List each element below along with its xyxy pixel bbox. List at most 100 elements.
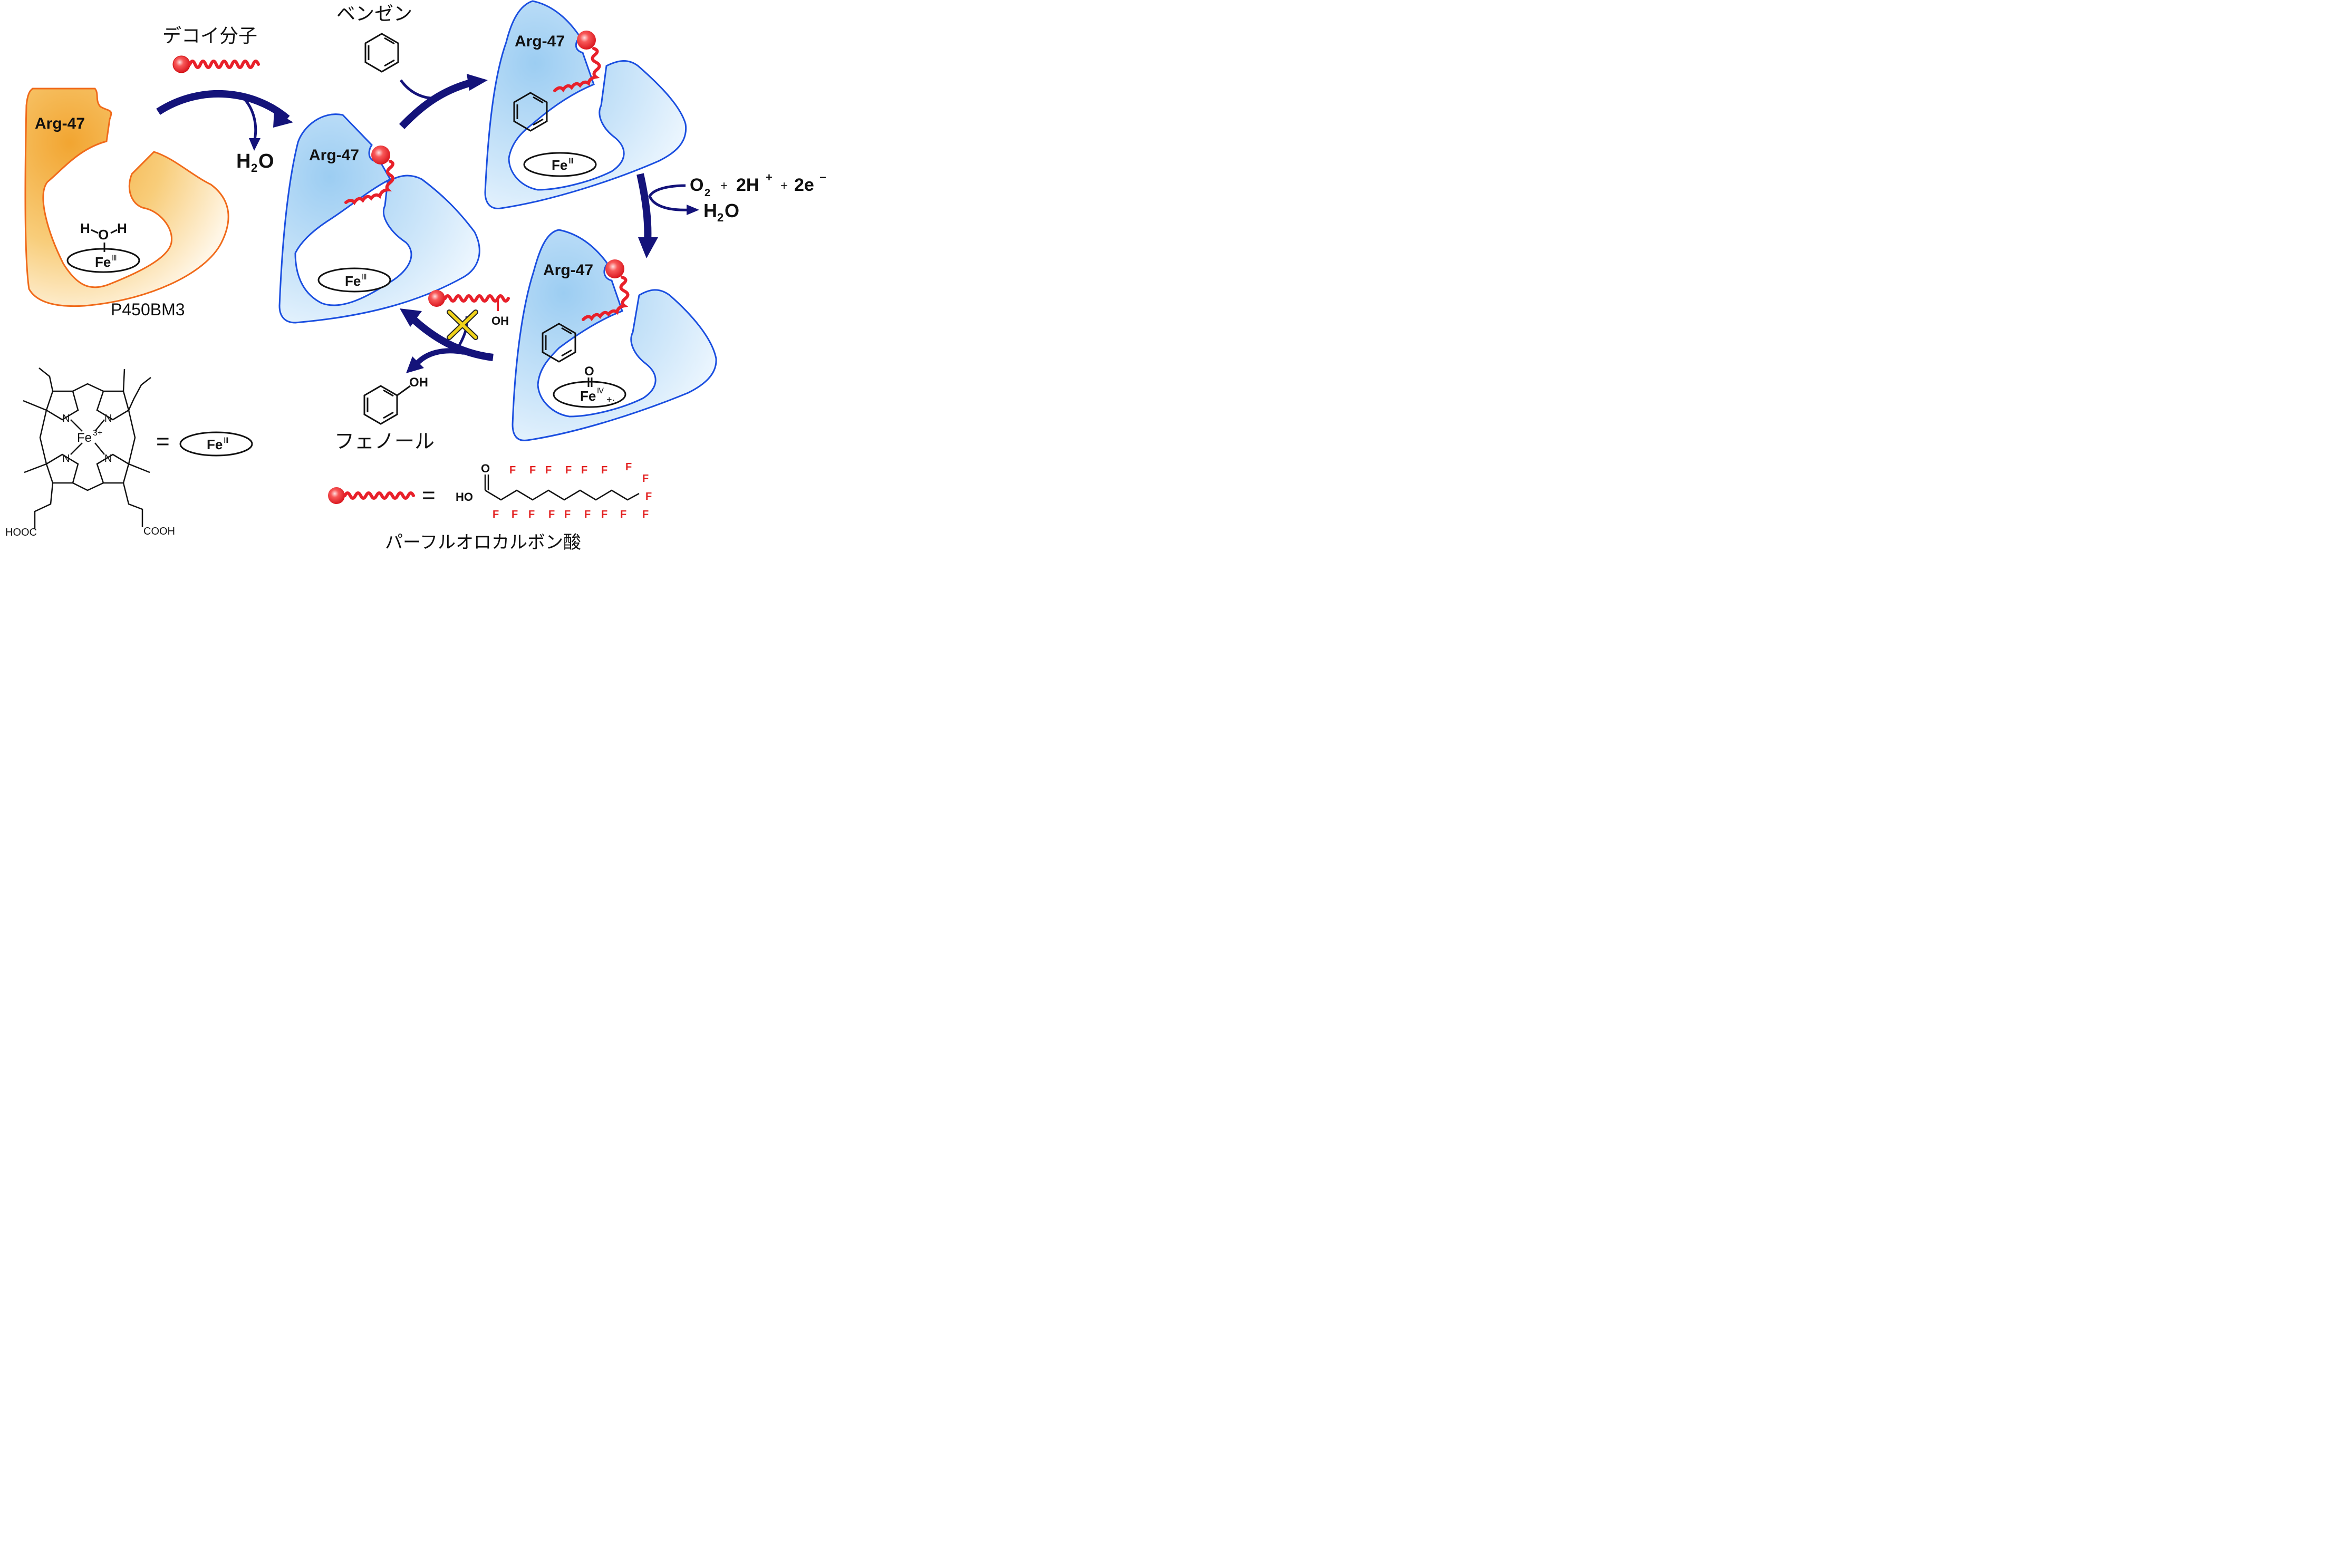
h2o-released-2-O: O [725,200,739,221]
p450bm3-shape [24,88,229,307]
blue1-arg47-label: Arg-47 [309,147,359,164]
protons: 2H [736,175,759,195]
svg-text:F: F [512,509,518,520]
plus-2: + [780,179,788,193]
h2o-released-1-O: O [258,150,274,172]
blue1-fe-label: Fe [345,273,361,289]
pfca-label: パーフルオロカルボン酸 [385,532,581,551]
o2-O: O [690,175,703,195]
decoy-molecule-label: デコイ分子 [162,25,257,47]
heme-n-2: N [104,413,112,424]
heme-hooc: HOOC [5,527,37,538]
h2o-released-2-H: H [703,200,717,221]
svg-text:F: F [620,509,626,520]
svg-text:F: F [545,464,552,476]
svg-text:F: F [493,509,499,520]
svg-text:F: F [509,464,516,476]
water-O: O [98,227,109,243]
blue3-arg47-label: Arg-47 [543,262,593,279]
blue3-decoy-head [605,259,624,278]
blue2-decoy-head [577,31,596,50]
benzene-substrate: ベンゼン [336,3,412,73]
svg-text:F: F [645,491,652,502]
heme-legend-disc [179,431,253,457]
enzyme-name-label: P450BM3 [111,300,185,319]
plus-1: + [720,179,728,193]
heme-fe-charge: 3+ [93,429,102,438]
phenol-oh: OH [409,375,428,390]
benzene-ring-icon [364,33,399,73]
svg-text:F: F [601,464,607,476]
water-H-right: H [117,220,127,236]
heme-n-3: N [62,453,70,464]
pfca-o: O [481,462,490,475]
binding-arrow: H 2 O [156,90,293,175]
benzene-label: ベンゼン [336,3,412,25]
blue-enzyme-substrate-bound: Arg-47 Fe Ⅲ [484,0,687,209]
blue-enzyme-compound-I: Arg-47 Fe Ⅳ +· O [512,229,717,441]
phenol-label: フェノール [334,430,435,453]
blue3-fe-label: Fe [580,388,596,404]
pfca-legend: = O HO F F F F F F F F F F F F F F F F F… [328,461,652,551]
heme-fe: Fe [77,431,92,445]
heme-legend-fe: Fe [207,437,223,452]
blue2-arg47-label: Arg-47 [515,33,565,50]
decoy-molecule-header: デコイ分子 [162,25,258,73]
hydroxylated-decoy-blocked: OH [428,290,510,340]
oxo-O: O [584,364,594,379]
heme-cooh: COOH [143,526,175,537]
svg-text:F: F [642,473,649,485]
heme-n-1: N [62,413,70,424]
substrate-binding-arrow [399,74,488,129]
o2-sub: 2 [705,187,710,199]
product-release-arrow [400,308,494,373]
blue1-decoy-head [371,146,390,164]
blue2-fe-label: Fe [552,157,567,173]
h2o-released-1-sub: 2 [251,161,257,175]
svg-text:F: F [584,509,591,520]
blue2-fe-ox: Ⅲ [568,157,574,165]
p450bm3-enzyme: Arg-47 Fe Ⅲ H O H P450BM3 [24,88,229,319]
blocked-cross-icon [447,309,478,340]
svg-text:F: F [625,461,632,473]
oxygen-activation-arrow: O 2 + 2H + + 2e − H 2 O [636,171,826,258]
svg-text:F: F [581,464,587,476]
blue1-fe-ox: Ⅲ [362,273,367,281]
orange-heme-disc [66,248,140,273]
decoy-tail [190,61,258,67]
blue2-decoy-tail [553,47,601,93]
svg-text:F: F [528,509,535,520]
electrons: 2e [794,175,814,195]
orange-arg47-label: Arg-47 [35,115,85,132]
h2o-released-2-sub: 2 [717,211,723,224]
phenol-product: OH フェノール [334,375,435,453]
heme-n-4: N [104,453,112,464]
electrons-sup: − [819,171,826,184]
blue3-decoy-tail [582,276,630,322]
heme-equals: = [156,429,170,454]
pfca-ball [328,487,345,504]
p450bm3-decoy-reaction-diagram: Arg-47 Fe Ⅲ H O H P450BM3 デコイ分子 H 2 O Ar… [5,0,826,551]
heme-structure [23,367,151,529]
h2o-released-1-H: H [236,150,250,172]
blue3-fe-ox: Ⅳ [597,386,604,395]
blue1-decoy-tail [344,160,394,206]
protons-sup: + [766,171,773,184]
pfca-equals: = [422,482,436,508]
svg-text:F: F [529,464,536,476]
svg-text:F: F [565,464,572,476]
svg-text:F: F [601,509,607,520]
svg-text:F: F [548,509,555,520]
water-H-left: H [80,220,90,236]
svg-text:F: F [564,509,571,520]
orange-fe-ox: Ⅲ [112,254,117,262]
decoy-head-ball [172,55,190,73]
phenol-ring-icon [363,385,398,425]
heme-labels: N N N N Fe 3+ HOOC COOH = Fe Ⅲ [5,413,253,538]
blue-enzyme-bound: Arg-47 Fe Ⅲ [278,113,480,324]
orange-fe-label: Fe [95,254,111,270]
fluorine-atoms: F F F F F F F F F F F F F F F F F F [493,461,652,520]
pfca-ho: HO [456,490,473,504]
svg-text:F: F [642,509,649,520]
heme-legend-ox: Ⅲ [224,436,229,444]
